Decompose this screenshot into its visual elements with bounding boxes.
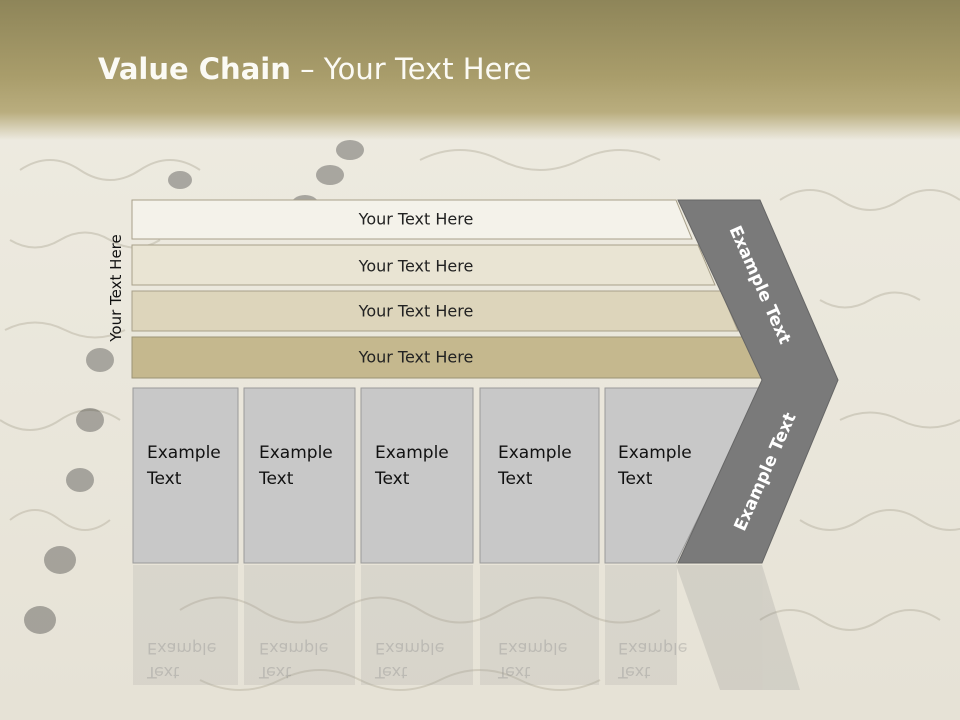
title-rest: – Your Text Here <box>290 52 532 86</box>
box-reflections <box>133 565 800 690</box>
bar-3[interactable] <box>131 290 739 332</box>
box-3[interactable] <box>360 387 474 564</box>
box-1[interactable] <box>132 387 239 564</box>
bar-1[interactable] <box>131 199 693 240</box>
bar-2-label: Your Text Here <box>358 256 474 276</box>
bar-4-label: Your Text Here <box>358 347 474 367</box>
bar-1-label: Your Text Here <box>358 209 474 229</box>
box-2[interactable] <box>243 387 356 564</box>
bar-3-label: Your Text Here <box>358 301 474 321</box>
header-band <box>0 0 960 140</box>
chevron-arrow[interactable] <box>677 199 839 564</box>
slide-title: Value Chain – Your Text Here <box>98 52 532 86</box>
bar-2[interactable] <box>131 244 716 286</box>
title-bold: Value Chain <box>98 52 291 86</box>
box-5[interactable] <box>604 387 763 564</box>
box-4[interactable] <box>479 387 600 564</box>
